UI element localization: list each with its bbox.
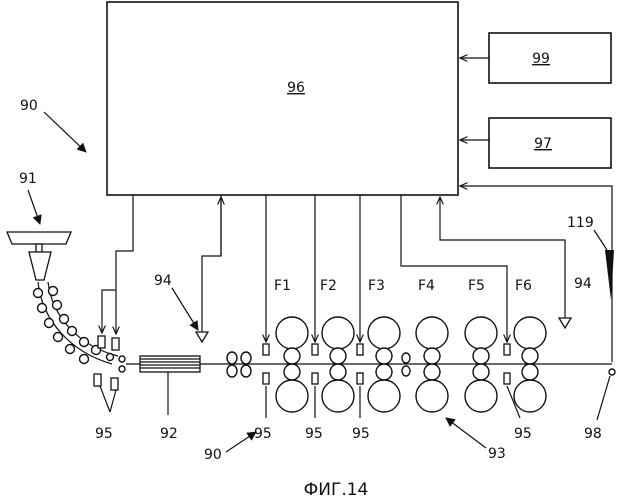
figure-caption: ФИГ.14 bbox=[304, 480, 369, 500]
label-90-bottom: 90 bbox=[204, 432, 256, 463]
stand-f3: F3 bbox=[368, 278, 400, 412]
svg-text:95: 95 bbox=[305, 426, 323, 442]
stand-f6: F6 bbox=[514, 278, 546, 412]
label-91: 91 bbox=[19, 171, 37, 187]
block-97-label: 97 bbox=[534, 136, 552, 152]
ladle-91: 91 bbox=[7, 171, 71, 280]
control-block-96: 96 bbox=[107, 2, 458, 195]
label-119: 119 bbox=[567, 215, 594, 231]
block-97: 97 bbox=[489, 118, 611, 168]
stand-f1: F1 bbox=[274, 278, 308, 412]
svg-text:95: 95 bbox=[254, 426, 272, 442]
stand-f2: F2 bbox=[320, 278, 354, 412]
stand-label-f1: F1 bbox=[274, 278, 291, 294]
stand-label-f3: F3 bbox=[368, 278, 385, 294]
block-99-label: 99 bbox=[532, 51, 550, 67]
svg-text:95: 95 bbox=[352, 426, 370, 442]
label-94-left: 94 bbox=[154, 273, 172, 289]
label-95-f3: 95 bbox=[352, 386, 370, 442]
label-95-caster: 95 bbox=[95, 386, 116, 442]
sensor-94-left: 94 bbox=[154, 195, 221, 342]
furnace-92: 92 bbox=[140, 356, 200, 442]
coil-sensor-98: 98 bbox=[584, 369, 615, 442]
label-90-top: 90 bbox=[20, 98, 38, 114]
svg-text:95: 95 bbox=[514, 426, 532, 442]
label-93: 93 bbox=[446, 418, 506, 462]
line-96-to-caster-a bbox=[116, 195, 133, 334]
control-block-label: 96 bbox=[287, 80, 305, 96]
stand-label-f6: F6 bbox=[515, 278, 532, 294]
stand-f5: F5 bbox=[465, 278, 497, 412]
caster-strand bbox=[34, 282, 126, 372]
stand-label-f2: F2 bbox=[320, 278, 337, 294]
label-95-f1: 95 bbox=[254, 386, 272, 442]
caster-sensors bbox=[94, 336, 119, 390]
svg-text:93: 93 bbox=[488, 446, 506, 462]
stand-label-f5: F5 bbox=[468, 278, 485, 294]
label-92: 92 bbox=[160, 426, 178, 442]
block-99: 99 bbox=[489, 33, 611, 83]
label-98: 98 bbox=[584, 426, 602, 442]
svg-text:90: 90 bbox=[204, 447, 222, 463]
line-96-to-caster-b bbox=[102, 290, 116, 333]
arrow-90-top bbox=[44, 112, 86, 152]
label-94-right: 94 bbox=[574, 276, 592, 292]
stand-f4: F4 bbox=[416, 278, 448, 412]
stand-label-f4: F4 bbox=[418, 278, 435, 294]
svg-text:95: 95 bbox=[95, 426, 113, 442]
